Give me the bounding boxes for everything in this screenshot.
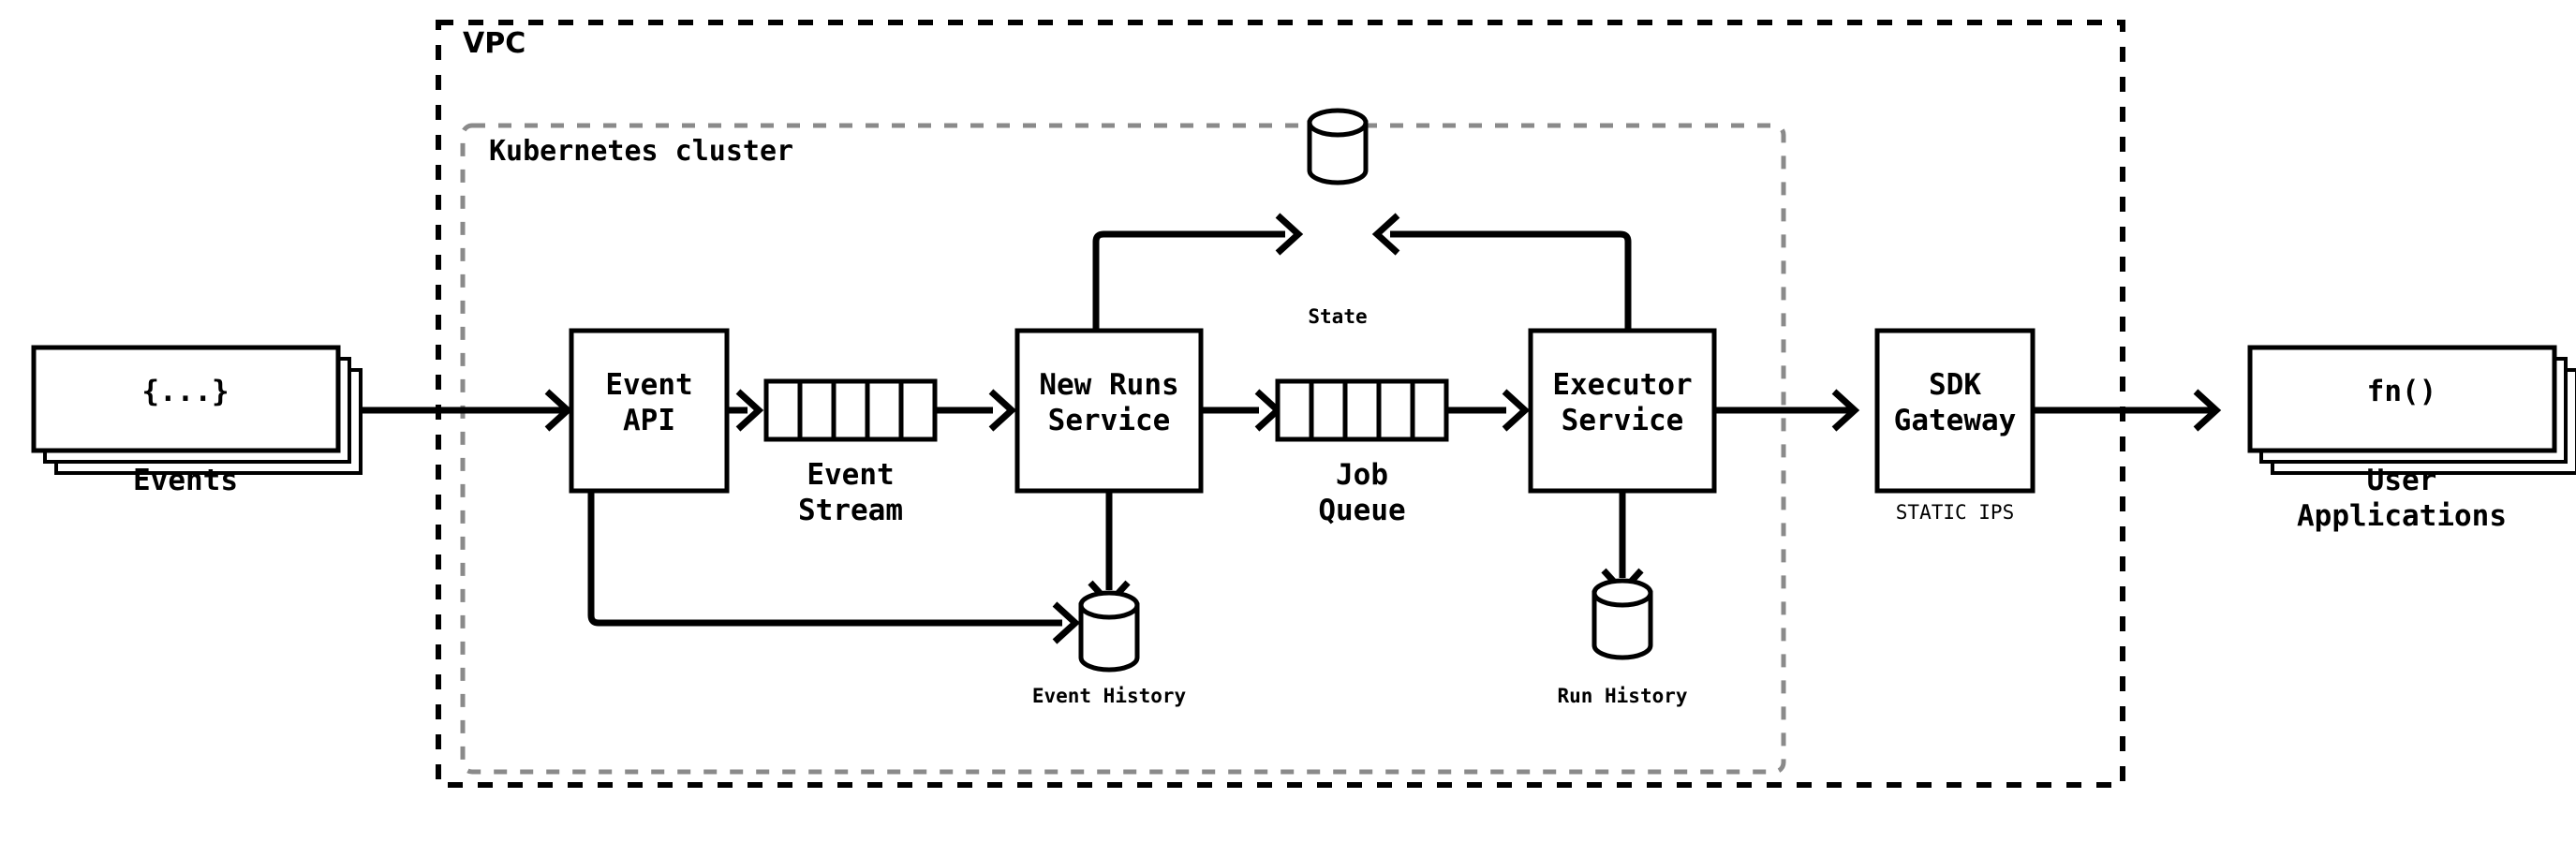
- state-database-caption: State: [1308, 305, 1368, 328]
- arrowhead-event-api-to-event-stream: [735, 389, 764, 432]
- arrowhead-events-to-event-api: [544, 389, 573, 432]
- node-executor-service[interactable]: [1528, 328, 1717, 494]
- arrowhead-new-runs-to-state: [1275, 213, 1304, 256]
- edge-executor-to-state: [1390, 230, 1632, 331]
- arrowhead-sdk-gateway-to-user-apps: [2193, 389, 2222, 432]
- sdk-gateway-label-line2: Gateway: [1893, 404, 2017, 437]
- events-stack: [31, 345, 363, 475]
- arrowhead-executor-to-sdk-gateway: [1831, 389, 1860, 432]
- node-event-api[interactable]: [569, 328, 730, 494]
- user-applications-stack: [2247, 345, 2576, 475]
- arrowhead-job-queue-to-executor: [1502, 389, 1531, 432]
- node-event-history-database[interactable]: [1078, 590, 1140, 673]
- events-stack-text: {...}: [141, 375, 229, 408]
- event-history-database-caption: Event History: [1031, 685, 1187, 707]
- node-run-history-database[interactable]: [1591, 578, 1653, 660]
- sdk-gateway-static-ips-caption: STATIC IPS: [1895, 501, 2015, 524]
- event-api-label-line1: Event: [605, 368, 693, 402]
- user-applications-caption-line2: Applications: [2297, 499, 2507, 533]
- node-job-queue[interactable]: [1275, 378, 1449, 442]
- user-applications-caption-line1: User: [2366, 464, 2437, 497]
- arrowhead-event-api-to-event-history: [1052, 601, 1081, 644]
- events-caption: Events: [133, 464, 238, 497]
- new-runs-service-label-line2: Service: [1047, 404, 1171, 437]
- executor-service-label-line2: Service: [1561, 404, 1684, 437]
- arrowhead-event-stream-to-new-runs: [988, 389, 1017, 432]
- event-api-label-line2: API: [623, 404, 675, 437]
- arrowhead-executor-to-state: [1371, 213, 1400, 256]
- executor-service-label-line1: Executor: [1552, 368, 1693, 402]
- event-stream-caption-line1: Event: [807, 458, 895, 492]
- node-event-stream[interactable]: [763, 378, 938, 442]
- node-state-database[interactable]: [1307, 108, 1369, 185]
- vpc-zone-label: VPC: [463, 27, 526, 60]
- edge-new-runs-to-state: [1092, 230, 1285, 331]
- job-queue-caption-line1: Job: [1336, 458, 1388, 492]
- arrowhead-new-runs-to-job-queue: [1254, 389, 1283, 432]
- sdk-gateway-label-line1: SDK: [1929, 368, 1981, 402]
- edge-event-api-to-event-history: [587, 491, 1062, 627]
- node-sdk-gateway[interactable]: [1874, 328, 2036, 494]
- user-applications-stack-text: fn(): [2366, 375, 2437, 408]
- new-runs-service-label-line1: New Runs: [1039, 368, 1179, 402]
- kubernetes-cluster-boundary: [460, 123, 1786, 775]
- vpc-boundary: [436, 20, 2125, 788]
- run-history-database-caption: Run History: [1557, 685, 1688, 707]
- event-stream-caption-line2: Stream: [798, 494, 903, 527]
- job-queue-caption-line2: Queue: [1318, 494, 1406, 527]
- kubernetes-cluster-zone-label: Kubernetes cluster: [489, 135, 794, 168]
